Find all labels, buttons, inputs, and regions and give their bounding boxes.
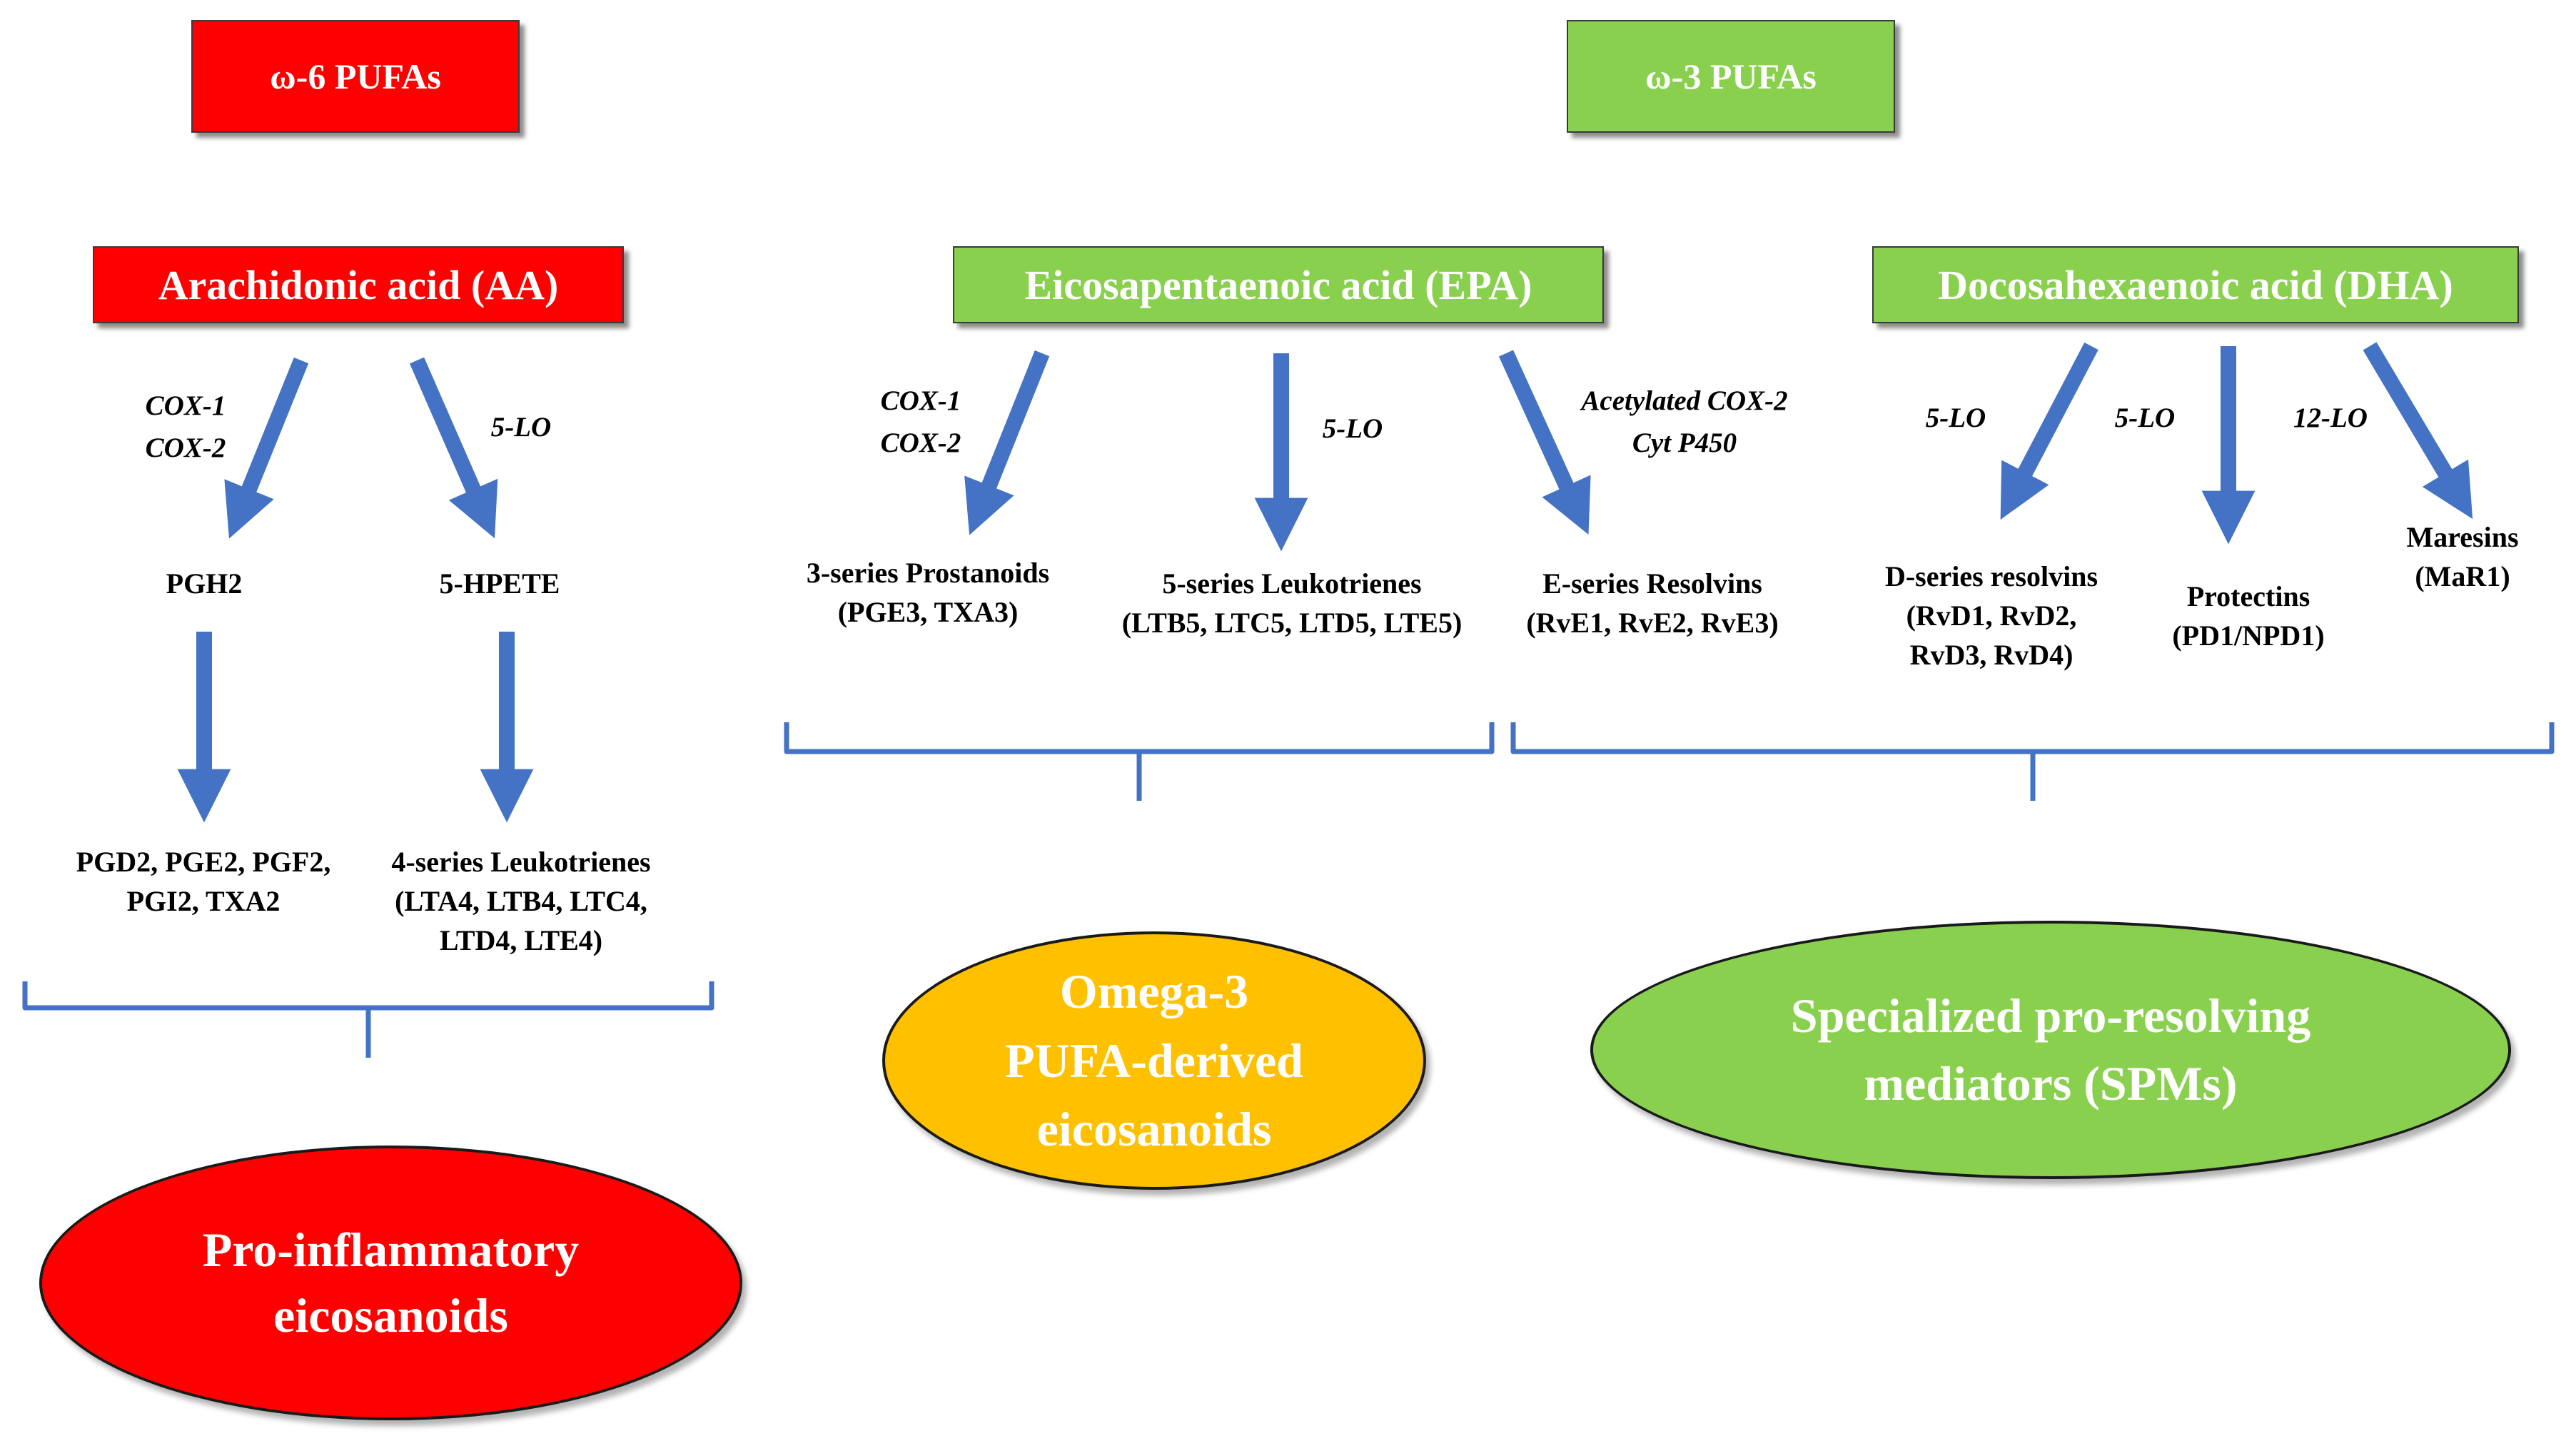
arrow-dha-resolvins-d bbox=[2000, 342, 2098, 520]
arrow-aa-hpete bbox=[409, 357, 498, 539]
omega3-header-label: ω-3 PUFAs bbox=[1645, 56, 1817, 96]
product-maresins: Maresins (MaR1) bbox=[2406, 521, 2519, 593]
outcome-omega3-derived-label: Omega-3 PUFA-derived eicosanoids bbox=[1005, 964, 1303, 1157]
aa-label: Arachidonic acid (AA) bbox=[158, 261, 559, 308]
bracket-pro-inflammatory bbox=[22, 981, 714, 1058]
dha-box: Docosahexaenoic acid (DHA) bbox=[1872, 246, 2519, 323]
product-pgh2: PGH2 bbox=[166, 567, 243, 600]
enzyme-epa-cox: COX-1 COX-2 bbox=[880, 385, 961, 458]
outcome-pro-inflammatory: Pro-inflammatory eicosanoids bbox=[39, 1146, 742, 1420]
product-d-series-resolvins: D-series resolvins (RvD1, RvD2, RvD3, Rv… bbox=[1884, 560, 2098, 672]
epa-label: Eicosapentaenoic acid (EPA) bbox=[1024, 261, 1532, 308]
aa-box: Arachidonic acid (AA) bbox=[93, 246, 624, 323]
bracket-omega3-derived bbox=[784, 722, 1495, 801]
product-prostaglandins: PGD2, PGE2, PGF2, PGI2, TXA2 bbox=[76, 846, 331, 918]
enzyme-aa-5lo: 5-LO bbox=[490, 412, 552, 443]
arrow-epa-prostanoids bbox=[964, 350, 1050, 535]
enzyme-dha-5lo-b: 5-LO bbox=[2114, 403, 2176, 433]
epa-box: Eicosapentaenoic acid (EPA) bbox=[953, 246, 1604, 323]
bracket-spm bbox=[1510, 722, 2555, 801]
outcome-omega3-derived: Omega-3 PUFA-derived eicosanoids bbox=[882, 931, 1426, 1190]
arrow-dha-maresins bbox=[2363, 342, 2473, 520]
dha-label: Docosahexaenoic acid (DHA) bbox=[1938, 261, 2453, 308]
enzyme-dha-5lo-a: 5-LO bbox=[1925, 403, 1986, 433]
enzyme-dha-12lo: 12-LO bbox=[2293, 403, 2368, 433]
enzyme-epa-acetylated: Acetylated COX-2 Cyt P450 bbox=[1581, 385, 1788, 458]
product-protectins: Protectins (PD1/NPD1) bbox=[2172, 580, 2325, 652]
arrow-epa-resolvins-e bbox=[1498, 350, 1591, 535]
omega3-header: ω-3 PUFAs bbox=[1567, 20, 1895, 133]
outcome-spm-label: Specialized pro-resolving mediators (SPM… bbox=[1790, 988, 2311, 1111]
product-5series-leukotrienes: 5-series Leukotrienes (LTB5, LTC5, LTD5,… bbox=[1121, 567, 1463, 639]
omega6-header-label: ω-6 PUFAs bbox=[270, 56, 441, 96]
product-5hpete: 5-HPETE bbox=[439, 567, 560, 600]
product-4series-leukotrienes: 4-series Leukotrienes (LTA4, LTB4, LTC4,… bbox=[391, 846, 651, 957]
product-3series-prostanoids: 3-series Prostanoids (PGE3, TXA3) bbox=[806, 557, 1050, 629]
enzyme-aa-cox: COX-1 COX-2 bbox=[145, 390, 226, 463]
arrow-aa-pgh2 bbox=[224, 357, 309, 539]
product-e-series-resolvins: E-series Resolvins (RvE1, RvE2, RvE3) bbox=[1526, 567, 1779, 639]
outcome-spm: Specialized pro-resolving mediators (SPM… bbox=[1590, 921, 2511, 1179]
enzyme-epa-5lo: 5-LO bbox=[1322, 413, 1383, 444]
omega6-header: ω-6 PUFAs bbox=[191, 20, 520, 133]
outcome-pro-inflammatory-label: Pro-inflammatory eicosanoids bbox=[202, 1222, 580, 1343]
